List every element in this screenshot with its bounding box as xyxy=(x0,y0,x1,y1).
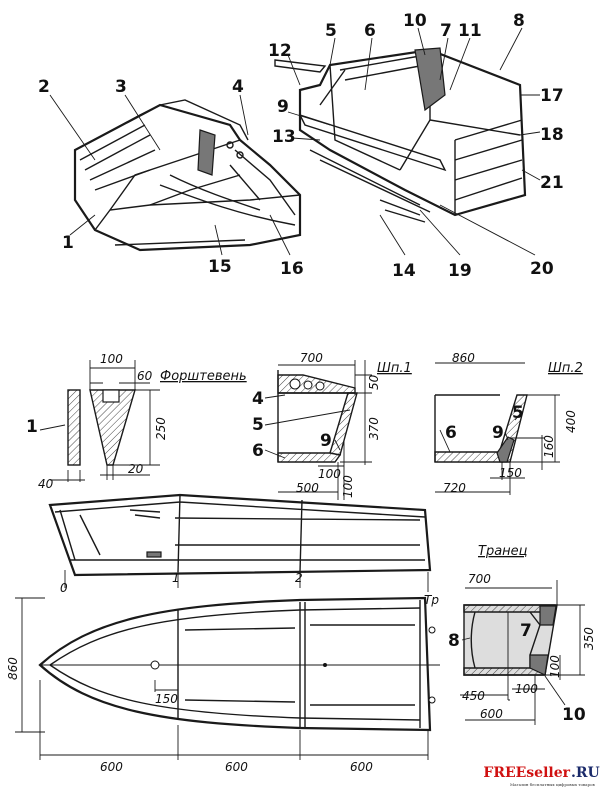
transom-dim-knee-w: 100 xyxy=(515,682,538,696)
callout-8: 8 xyxy=(513,11,525,31)
watermark-domain: .RU xyxy=(571,765,600,781)
frame2-part-5: 5 xyxy=(512,403,524,423)
callout-13: 13 xyxy=(272,127,296,147)
frame1-dim-top: 50 xyxy=(367,374,381,390)
exploded-callouts: 1 2 3 4 5 6 7 8 9 10 11 12 13 14 15 16 1… xyxy=(38,11,564,281)
frame2-dim-knee-h: 160 xyxy=(542,435,556,458)
frame2-dim-width: 860 xyxy=(452,351,475,365)
callout-10: 10 xyxy=(403,11,427,31)
transom-detail: Транец 700 7 8 10 350 100 450 100 600 xyxy=(448,544,596,725)
transom-part-7: 7 xyxy=(520,621,532,641)
transom-dim-height: 350 xyxy=(582,627,596,650)
transom-title: Транец xyxy=(478,544,528,559)
frame2-dim-height: 400 xyxy=(564,410,578,433)
frame1-dim-bottom: 500 xyxy=(296,481,319,495)
bow-section-isometric xyxy=(73,99,302,252)
frame1-dim-height: 370 xyxy=(367,417,381,440)
frame1-title: Шп.1 xyxy=(377,361,412,376)
stem-detail: 1 100 60 Форштевень 250 20 40 xyxy=(26,352,247,491)
stem-dim-notch: 60 xyxy=(137,369,153,383)
callout-18: 18 xyxy=(540,125,564,145)
frame1-part-5: 5 xyxy=(252,415,264,435)
plan-dim-offset: 150 xyxy=(155,692,178,706)
frame2-detail: 5 6 9 860 Шп.2 400 160 150 720 xyxy=(434,351,583,495)
callout-20: 20 xyxy=(530,259,554,279)
plan-view: 860 150 600 600 600 xyxy=(6,596,440,774)
leader-lines xyxy=(49,27,541,256)
watermark-tagline: Магазин бесплатных цифровых товаров xyxy=(510,782,595,787)
frame1-dim-knee-h: 100 xyxy=(341,475,355,498)
callout-9: 9 xyxy=(277,97,289,117)
callout-7: 7 xyxy=(440,21,452,41)
stem-dim-thickness: 40 xyxy=(38,477,54,491)
callout-5: 5 xyxy=(325,21,337,41)
callout-14: 14 xyxy=(392,261,416,281)
plan-dim-section-3: 600 xyxy=(350,760,373,774)
frame2-title: Шп.2 xyxy=(548,361,583,376)
callout-1: 1 xyxy=(62,233,74,253)
frame1-part-4: 4 xyxy=(252,389,264,409)
frame1-part-9: 9 xyxy=(320,431,332,451)
plan-dim-section-2: 600 xyxy=(225,760,248,774)
plan-dim-section-1: 600 xyxy=(100,760,123,774)
callout-6: 6 xyxy=(364,21,376,41)
frame1-part-6: 6 xyxy=(252,441,264,461)
transom-dim-bottom: 600 xyxy=(480,707,503,721)
transom-dim-knee-h: 100 xyxy=(548,655,562,678)
stem-dim-width-top: 100 xyxy=(100,352,123,366)
callout-12: 12 xyxy=(268,41,292,61)
stem-title: Форштевень xyxy=(160,369,247,384)
callout-16: 16 xyxy=(280,259,304,279)
callout-11: 11 xyxy=(458,21,482,41)
side-view: 0 1 2 Тр xyxy=(48,493,439,607)
stem-part-label: 1 xyxy=(26,417,38,437)
callout-17: 17 xyxy=(540,86,564,106)
station-0: 0 xyxy=(60,581,68,595)
stem-dim-height: 250 xyxy=(154,417,168,440)
station-2: 2 xyxy=(295,571,303,585)
plan-dim-beam: 860 xyxy=(6,657,20,680)
transom-dim-bottom-inner: 450 xyxy=(462,689,485,703)
frame2-dim-bottom: 720 xyxy=(443,481,466,495)
watermark-brand: FREEseller xyxy=(483,765,570,781)
callout-15: 15 xyxy=(208,257,232,277)
callout-2: 2 xyxy=(38,77,50,97)
stem-dim-width-bottom: 20 xyxy=(128,462,144,476)
stern-section-isometric xyxy=(274,47,527,223)
station-transom: Тр xyxy=(424,593,439,607)
callout-21: 21 xyxy=(540,173,564,193)
frame2-dim-knee-w: 150 xyxy=(499,466,522,480)
callout-3: 3 xyxy=(115,77,127,97)
frame2-part-9: 9 xyxy=(492,423,504,443)
callout-19: 19 xyxy=(448,261,472,281)
frame1-dim-width: 700 xyxy=(300,351,323,365)
callout-4: 4 xyxy=(232,77,244,97)
transom-dim-width: 700 xyxy=(468,572,491,586)
watermark: FREEseller .RU Магазин бесплатных цифров… xyxy=(483,765,599,787)
frame2-part-6: 6 xyxy=(445,423,457,443)
frame1-detail: 4 5 6 9 700 Шп.1 50 370 100 500 100 xyxy=(252,351,412,500)
frame1-dim-knee: 100 xyxy=(318,467,341,481)
transom-part-10: 10 xyxy=(562,705,586,725)
transom-part-8: 8 xyxy=(448,631,460,651)
station-1: 1 xyxy=(172,571,180,585)
